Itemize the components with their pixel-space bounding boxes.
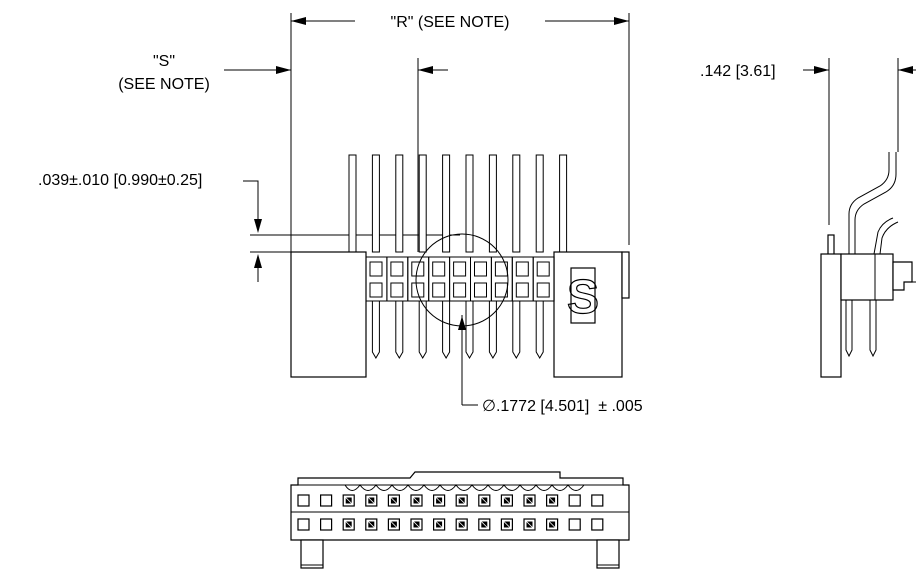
contact-window-top <box>369 261 383 277</box>
dimension-s-label-line2: (SEE NOTE) <box>118 76 210 93</box>
pin-upper <box>559 154 568 253</box>
cavity-mark <box>435 497 443 504</box>
cavity <box>591 494 604 507</box>
pin-lower <box>488 301 497 359</box>
cavity-mark <box>503 497 511 504</box>
contact-window-top <box>494 261 508 277</box>
pin-lower <box>371 301 380 359</box>
pin-upper <box>442 154 451 253</box>
contact-window-bottom <box>390 282 404 298</box>
cavity-mark <box>548 521 556 528</box>
dimension-s-label-line1: "S" <box>153 53 175 70</box>
cavity-mark <box>458 521 465 528</box>
contact-cell <box>511 256 534 302</box>
contact-window-bottom <box>474 282 487 298</box>
cavity <box>591 518 604 531</box>
contact-cells <box>365 256 555 302</box>
cavity-mark <box>481 521 488 528</box>
pin-upper <box>348 154 357 253</box>
pin-lower <box>512 301 521 359</box>
dimension-s: "S" (SEE NOTE) <box>118 53 448 252</box>
cavity-mark <box>390 521 398 528</box>
front-view: "R" (SEE NOTE) "S" (SEE NOTE) .039±.010 … <box>38 13 643 415</box>
cavity-mark <box>481 497 488 504</box>
cavity-mark <box>526 497 533 504</box>
pin-upper <box>512 154 521 253</box>
contact-cell <box>532 256 555 302</box>
contact-cell <box>449 256 472 302</box>
contact-cell <box>490 256 513 302</box>
cavity-mark <box>345 521 352 528</box>
cavity <box>320 494 333 507</box>
contact-window-top <box>432 261 446 277</box>
pin-upper <box>395 154 404 253</box>
contact-window-bottom <box>536 282 550 298</box>
cavity-mark <box>548 497 556 504</box>
pin-lower <box>418 301 427 359</box>
contact-window-bottom <box>515 282 529 298</box>
logo-letter: S <box>567 271 599 324</box>
contact-window-bottom <box>411 282 425 298</box>
contact-window-bottom <box>432 282 446 298</box>
pin-lower <box>465 301 474 359</box>
dimension-r: "R" (SEE NOTE) <box>291 14 629 31</box>
pin-upper <box>418 154 427 253</box>
pin-upper <box>488 154 497 253</box>
contact-cell <box>428 256 451 302</box>
cavity-mark <box>526 521 533 528</box>
cavity-mark <box>503 521 511 528</box>
contact-window-bottom <box>369 282 383 298</box>
cavity <box>568 494 581 507</box>
cavity-mark <box>413 521 420 528</box>
pin-upper <box>371 154 380 253</box>
cavity-mark <box>435 521 443 528</box>
pin-upper <box>465 154 474 253</box>
cavity <box>320 518 333 531</box>
pin-lower <box>395 301 404 359</box>
dimension-diameter-label: ∅.1772 [4.501] ± .005 <box>482 398 643 415</box>
contact-window-top <box>453 261 467 277</box>
cavity-mark <box>390 497 398 504</box>
contact-cell <box>386 256 409 302</box>
cavity <box>568 518 581 531</box>
samtec-logo: S <box>566 267 600 325</box>
contact-window-top <box>390 261 404 277</box>
cavity-mark <box>368 497 375 504</box>
contact-cell <box>365 256 388 302</box>
cavity-mark <box>345 497 352 504</box>
bottom-view <box>290 471 630 569</box>
pin-upper <box>535 154 544 253</box>
dimension-side-offset-label: .142 [3.61] <box>700 63 776 80</box>
dimension-r-label: "R" (SEE NOTE) <box>391 14 510 31</box>
contact-window-top <box>411 261 425 277</box>
cavity-mark <box>368 521 375 528</box>
pin-lower <box>535 301 544 359</box>
cavity-mark <box>458 497 465 504</box>
contact-window-top <box>474 261 487 277</box>
pin-lower <box>442 301 451 359</box>
contact-window-top <box>536 261 550 277</box>
cavity-mark <box>413 497 420 504</box>
contact-window-bottom <box>453 282 467 298</box>
dimension-diameter: ∅.1772 [4.501] ± .005 <box>415 233 643 415</box>
cavity <box>297 518 310 531</box>
cavity <box>297 494 310 507</box>
cavity-grid <box>297 494 604 531</box>
contact-window-top <box>515 261 529 277</box>
dimension-side-offset: .142 [3.61] <box>700 58 916 225</box>
dimension-height-label: .039±.010 [0.990±0.25] <box>38 172 202 189</box>
side-view: .142 [3.61] <box>700 58 916 378</box>
contact-cell <box>470 256 492 302</box>
